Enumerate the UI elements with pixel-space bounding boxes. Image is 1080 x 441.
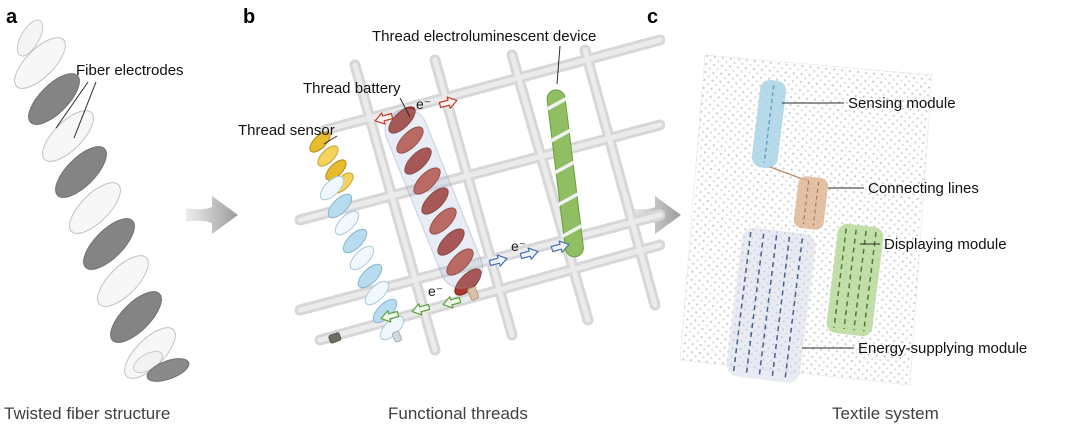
energy-module-patch xyxy=(726,227,816,383)
textile-system-illustration xyxy=(679,54,933,386)
right-arrow-icon xyxy=(186,196,238,234)
connecting-lines-patch xyxy=(793,176,829,230)
electron-label-bottom: e⁻ xyxy=(428,283,444,299)
blue-thread-end-plug xyxy=(391,330,403,343)
displaying-module-patch xyxy=(826,223,884,337)
electron-arrows-blue xyxy=(488,240,570,267)
panel-a-caption: Twisted fiber structure xyxy=(4,404,171,423)
battery-end-plug xyxy=(467,286,480,301)
thread-sensor-label: Thread sensor xyxy=(238,122,335,139)
panel-c-leader-lines xyxy=(782,102,880,349)
electron-arrows-red xyxy=(374,96,458,125)
panel-b-leader-lines xyxy=(323,45,561,145)
electron-arrows-green xyxy=(380,296,462,323)
electron-label-middle: e⁻ xyxy=(511,238,527,254)
battery-sheath xyxy=(384,108,484,289)
thread-sensor-blue xyxy=(319,175,405,343)
thread-el-device-label: Thread electroluminescent device xyxy=(372,28,597,45)
panel-b-letter: b xyxy=(243,6,256,28)
fiber-electrodes-leader-lines xyxy=(55,81,97,139)
thread-battery-label: Thread battery xyxy=(303,80,401,97)
connecting-lines-label: Connecting lines xyxy=(868,180,979,197)
panel-b-caption: Functional threads xyxy=(388,404,528,423)
panel-c-letter: c xyxy=(647,6,659,28)
thread-el-green xyxy=(545,89,584,258)
twisted-fiber-illustration xyxy=(14,19,190,382)
sensing-module-patch xyxy=(751,79,787,169)
energy-module-label: Energy-supplying module xyxy=(858,340,1028,357)
thread-battery-red xyxy=(384,106,484,301)
woven-gray-threads xyxy=(294,34,665,356)
sensing-module-label: Sensing module xyxy=(848,95,956,112)
twisted-fiber xyxy=(14,19,190,382)
flow-arrow-a-to-b xyxy=(186,196,238,234)
fiber-electrodes-label: Fiber electrodes xyxy=(76,62,184,79)
tube-end-cap xyxy=(328,332,342,344)
displaying-module-label: Displaying module xyxy=(884,236,1007,253)
electron-label-top: e⁻ xyxy=(416,96,432,112)
panel-a-letter: a xyxy=(6,6,18,28)
panel-c-caption: Textile system xyxy=(832,404,939,423)
functional-threads-illustration xyxy=(294,34,665,356)
